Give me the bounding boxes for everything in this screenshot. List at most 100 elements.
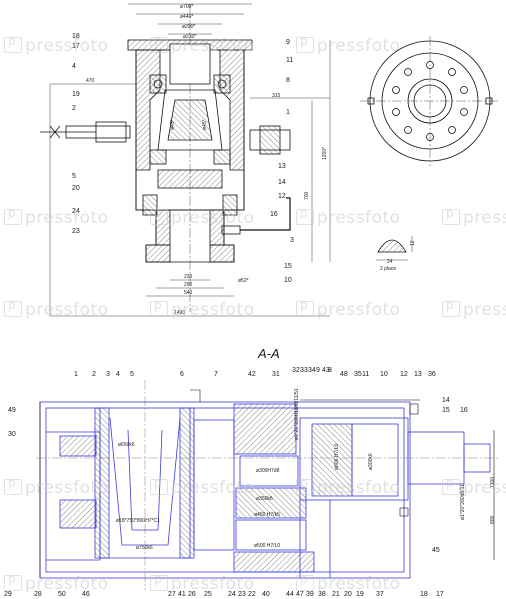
watermark: pressfoto bbox=[4, 34, 109, 56]
watermark-text: pressfoto bbox=[463, 300, 506, 320]
watermark-logo-icon bbox=[442, 476, 460, 495]
dimension-label: 470 bbox=[86, 78, 95, 84]
watermark-text: pressfoto bbox=[171, 300, 255, 320]
watermark-logo-icon bbox=[442, 206, 460, 225]
dimension-label: ø1*20*280d8/11 bbox=[460, 484, 466, 520]
dimension-label: 1200* bbox=[322, 147, 328, 160]
part-callout: 24 bbox=[72, 208, 80, 215]
watermark-logo-icon bbox=[4, 206, 22, 225]
part-callout: 22 bbox=[248, 591, 256, 598]
part-callout: 23 bbox=[72, 228, 80, 235]
watermark: pressfoto bbox=[296, 298, 401, 320]
watermark-logo-icon bbox=[4, 34, 22, 53]
part-callout: 2 bbox=[92, 371, 96, 378]
front-view bbox=[40, 3, 331, 317]
watermark-text: pressfoto bbox=[317, 300, 401, 320]
dimension-label: ø230* bbox=[183, 34, 196, 40]
part-callout: 5 bbox=[130, 371, 134, 378]
watermark: pressfoto bbox=[150, 476, 255, 498]
part-callout: 38 bbox=[318, 591, 326, 598]
watermark: pressfoto bbox=[4, 206, 109, 228]
part-callout: 5 bbox=[72, 173, 76, 180]
dimension-label: 540 bbox=[184, 290, 193, 296]
watermark-text: pressfoto bbox=[25, 478, 109, 498]
dimension-label: ø18*750*800H7*C1 bbox=[116, 518, 160, 524]
watermark: pressfoto bbox=[150, 572, 255, 594]
part-callout: 45 bbox=[432, 547, 440, 554]
watermark-text: pressfoto bbox=[171, 478, 255, 498]
watermark-text: pressfoto bbox=[317, 208, 401, 228]
part-callout: 17 bbox=[72, 43, 80, 50]
part-callout: 9 bbox=[316, 367, 320, 374]
watermark-logo-icon bbox=[296, 206, 314, 225]
part-callout: 42 bbox=[248, 371, 256, 378]
dimension-label: ø440* bbox=[180, 14, 193, 20]
watermark-logo-icon bbox=[150, 476, 168, 495]
part-callout: 29 bbox=[4, 591, 12, 598]
dimension-label: ø500 H7/L0 bbox=[254, 543, 280, 549]
part-callout: 13 bbox=[278, 163, 286, 170]
detail-note: 2 place bbox=[380, 266, 396, 272]
part-callout: 49 bbox=[8, 407, 16, 414]
part-callout: 21 bbox=[332, 591, 340, 598]
part-callout: 8 bbox=[328, 367, 332, 374]
dimension-label: ø52* bbox=[238, 278, 249, 284]
part-callout: 15 bbox=[284, 263, 292, 270]
part-callout: 28 bbox=[34, 591, 42, 598]
watermark-text: pressfoto bbox=[463, 478, 506, 498]
dimension-label: ø800 H7/L0 bbox=[334, 444, 340, 470]
watermark-logo-icon bbox=[4, 476, 22, 495]
part-callout: 18 bbox=[72, 33, 80, 40]
part-callout: 39 bbox=[306, 591, 314, 598]
part-callout: 13 bbox=[414, 371, 422, 378]
part-callout: 36 bbox=[428, 371, 436, 378]
part-callout: 10 bbox=[380, 371, 388, 378]
dimension-label: ø700* bbox=[180, 4, 193, 10]
part-callout: 6 bbox=[180, 371, 184, 378]
watermark-logo-icon bbox=[296, 298, 314, 317]
dimension-label: ø350k6 bbox=[256, 496, 273, 502]
dimension-label: 230 bbox=[184, 274, 193, 280]
watermark-text: pressfoto bbox=[171, 208, 255, 228]
part-callout: 4 bbox=[116, 371, 120, 378]
part-callout: 40 bbox=[262, 591, 270, 598]
part-callout: 17 bbox=[436, 591, 444, 598]
part-callout: 30 bbox=[8, 431, 16, 438]
bolt-circle bbox=[392, 61, 468, 141]
part-callout: 7 bbox=[214, 371, 218, 378]
part-callout: 24 bbox=[228, 591, 236, 598]
part-callout: 43 bbox=[322, 367, 330, 374]
watermark: pressfoto bbox=[296, 572, 401, 594]
dimension-label: ø650k6 bbox=[118, 442, 135, 448]
part-callout: 18 bbox=[420, 591, 428, 598]
part-callout: 32 bbox=[292, 367, 300, 374]
part-callout: 16 bbox=[460, 407, 468, 414]
annotation-layer: A-Aø700*ø440*ø290*ø230*4703151200*700ø45… bbox=[4, 4, 496, 598]
dimension-label: ø300k6 bbox=[368, 453, 374, 470]
part-callout: 10 bbox=[284, 277, 292, 284]
part-callout: 48 bbox=[340, 371, 348, 378]
watermark-logo-icon bbox=[150, 34, 168, 53]
watermark: pressfoto bbox=[296, 34, 401, 56]
section-label: A-A bbox=[257, 346, 280, 361]
part-callout: 41 bbox=[178, 591, 186, 598]
dimension-label: 1300 bbox=[490, 477, 496, 488]
watermark: pressfoto bbox=[296, 206, 401, 228]
dimension-label: ø45* bbox=[170, 119, 176, 130]
part-callout: 2 bbox=[72, 105, 76, 112]
part-callout: 47 bbox=[296, 591, 304, 598]
watermark-logo-icon bbox=[296, 476, 314, 495]
watermark-logo-icon bbox=[4, 298, 22, 317]
watermark-logo-icon bbox=[150, 572, 168, 591]
dimension-label: 700 bbox=[304, 191, 310, 200]
watermark: pressfoto bbox=[296, 476, 401, 498]
detail-dimension: 12 bbox=[410, 240, 416, 246]
watermark: pressfoto bbox=[150, 298, 255, 320]
part-callout: 26 bbox=[188, 591, 196, 598]
part-callout: 19 bbox=[72, 91, 80, 98]
part-callout: 14 bbox=[442, 397, 450, 404]
watermark-logo-icon bbox=[296, 34, 314, 53]
watermark: pressfoto bbox=[150, 206, 255, 228]
dimension-label: 1490 bbox=[174, 310, 185, 316]
part-callout: 20 bbox=[72, 185, 80, 192]
